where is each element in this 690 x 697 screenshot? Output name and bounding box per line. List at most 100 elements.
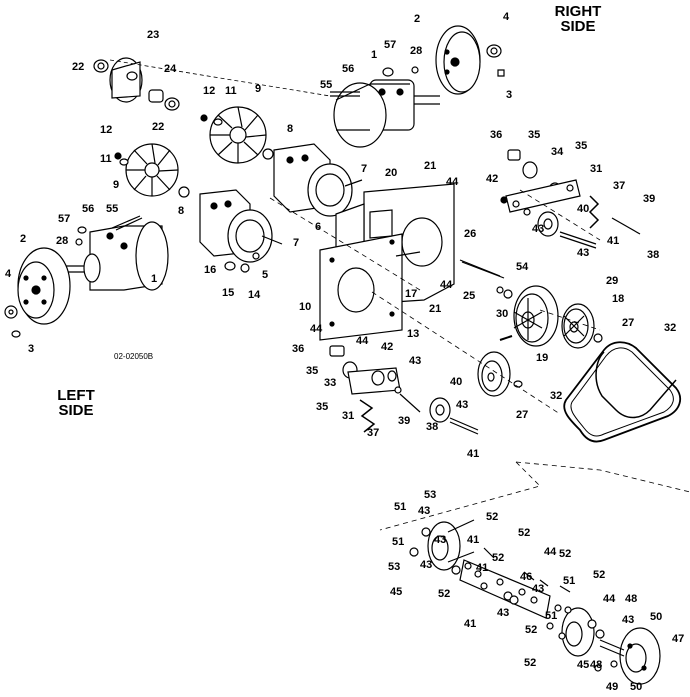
part-callout: 42 xyxy=(486,173,498,185)
impeller-upper xyxy=(200,106,274,164)
v-belts xyxy=(563,341,682,443)
part-callout: 51 xyxy=(545,610,557,622)
part-callout: 55 xyxy=(320,79,332,91)
part-callout: 15 xyxy=(222,287,234,299)
part-callout: 43 xyxy=(497,607,509,619)
part-callout: 16 xyxy=(204,264,216,276)
part-callout: 31 xyxy=(590,163,602,175)
part-callout: 4 xyxy=(503,11,510,23)
part-callout: 27 xyxy=(622,317,634,329)
part-callout: 55 xyxy=(106,203,118,215)
left-gearbox-assembly xyxy=(4,215,169,338)
part-callout: 39 xyxy=(643,193,655,205)
part-callout: 45 xyxy=(390,586,402,598)
part-callout: 33 xyxy=(324,377,336,389)
part-callout: 47 xyxy=(672,633,684,645)
part-callout: 11 xyxy=(100,153,112,165)
part-callout: 35 xyxy=(316,401,328,413)
part-callout: 19 xyxy=(536,352,548,364)
part-callout: 43 xyxy=(434,534,446,546)
part-callout: 40 xyxy=(450,376,462,388)
right-gearbox-assembly xyxy=(330,25,505,148)
impeller-housing-upper xyxy=(273,143,363,217)
part-callout: 44 xyxy=(544,546,557,558)
lower-bearing-assembly xyxy=(409,519,661,685)
part-callout: 50 xyxy=(630,681,642,693)
part-callout: 29 xyxy=(606,275,618,287)
part-callout: 7 xyxy=(361,163,367,175)
part-callout: 53 xyxy=(388,561,400,573)
part-callout: 52 xyxy=(486,511,498,523)
part-callout: 57 xyxy=(58,213,70,225)
part-callout: 56 xyxy=(82,203,94,215)
right-side-label: RIGHT SIDE xyxy=(554,3,602,35)
part-callout: 35 xyxy=(306,365,318,377)
part-callout: 37 xyxy=(613,180,625,192)
part-callout: 44 xyxy=(603,593,616,605)
part-callout: 5 xyxy=(262,269,268,281)
part-callout: 25 xyxy=(463,290,475,302)
part-callout: 51 xyxy=(563,575,575,587)
part-callout: 44 xyxy=(446,176,459,188)
part-callout: 10 xyxy=(299,301,311,313)
part-callout: 35 xyxy=(528,129,540,141)
part-callout: 52 xyxy=(593,569,605,581)
part-callout: 39 xyxy=(398,415,410,427)
part-callout: 14 xyxy=(248,289,261,301)
left-side-label: LEFT SIDE xyxy=(57,387,95,419)
part-callout: 53 xyxy=(424,489,436,501)
part-callout: 41 xyxy=(607,235,619,247)
part-callout: 40 xyxy=(577,203,589,215)
part-callout: 3 xyxy=(28,343,34,355)
part-callout: 44 xyxy=(310,323,323,335)
part-callout: 48 xyxy=(590,659,602,671)
figure-code: 02-02050B xyxy=(114,352,154,361)
part-callout: 43 xyxy=(420,559,432,571)
part-callout: 43 xyxy=(456,399,468,411)
part-callout: 44 xyxy=(356,335,369,347)
part-callout: 36 xyxy=(292,343,304,355)
idler-arm-right xyxy=(500,149,641,249)
part-callout: 1 xyxy=(371,49,377,61)
impeller-lower xyxy=(114,143,190,198)
part-callout: 18 xyxy=(612,293,624,305)
part-callout: 42 xyxy=(381,341,393,353)
part-callout: 24 xyxy=(164,63,177,75)
impeller-housing-lower xyxy=(199,189,283,273)
part-callout: 41 xyxy=(467,534,479,546)
part-callout: 43 xyxy=(532,583,544,595)
part-callout: 32 xyxy=(664,322,676,334)
pulley-group xyxy=(477,285,603,397)
part-callout: 56 xyxy=(342,63,354,75)
part-callout: 45 xyxy=(577,659,589,671)
part-callout: 57 xyxy=(384,39,396,51)
part-callout: 32 xyxy=(550,390,562,402)
flange-bearing-group-upper xyxy=(93,57,331,111)
part-callout: 35 xyxy=(575,140,587,152)
part-callout: 28 xyxy=(56,235,68,247)
part-callout: 22 xyxy=(152,121,164,133)
part-callout: 54 xyxy=(516,261,529,273)
part-callout: 43 xyxy=(532,223,544,235)
part-callout: 50 xyxy=(650,611,662,623)
part-callout: 34 xyxy=(551,146,564,158)
part-callout: 8 xyxy=(287,123,293,135)
part-callout: 22 xyxy=(72,61,84,73)
part-callout: 28 xyxy=(410,45,422,57)
part-callout: 52 xyxy=(525,624,537,636)
part-callout: 30 xyxy=(496,308,508,320)
part-callout: 1 xyxy=(151,273,157,285)
part-callout: 43 xyxy=(577,247,589,259)
part-callout: 17 xyxy=(405,288,417,300)
part-callout: 6 xyxy=(315,221,321,233)
part-callout: 4 xyxy=(5,268,12,280)
part-callout: 7 xyxy=(293,237,299,249)
part-callout: 49 xyxy=(606,681,618,693)
part-callout: 38 xyxy=(647,249,659,261)
part-callout: 46 xyxy=(520,571,532,583)
part-callout: 52 xyxy=(438,588,450,600)
part-callout: 31 xyxy=(342,410,354,422)
